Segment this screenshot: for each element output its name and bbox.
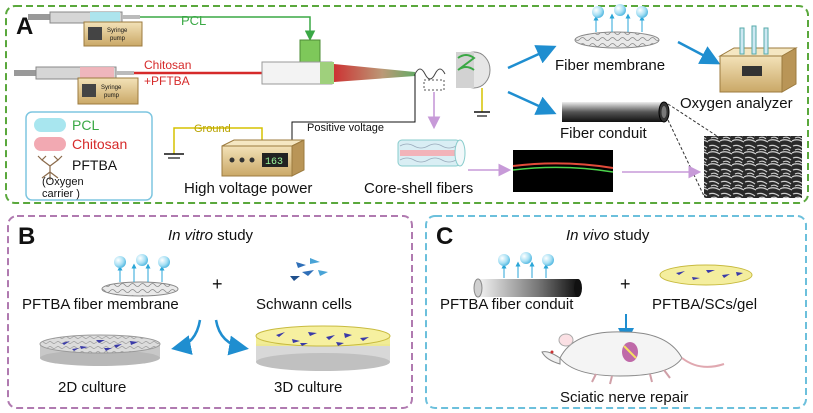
culture-2d-dish <box>39 334 161 366</box>
panel-c-title-italic: In vivo <box>566 227 609 244</box>
zoom-line <box>667 103 721 139</box>
syringe-label-bottom: pump <box>110 36 126 42</box>
panel-a-border <box>5 5 809 204</box>
high-voltage-power-label: High voltage power <box>184 180 312 197</box>
arrow-to-2d-culture <box>171 319 202 355</box>
pftba-molecule-icon <box>37 155 63 180</box>
o2-bubble-icon <box>614 4 626 16</box>
o2-bubble-icon <box>542 254 554 266</box>
culture-2d-label: 2D culture <box>58 379 126 396</box>
pftba-membrane-label: PFTBA fiber membrane <box>22 296 179 313</box>
o2-bubble-icon <box>498 254 510 266</box>
o2-bubble-icon <box>636 6 648 18</box>
oxygen-analyzer-device <box>718 25 798 93</box>
o2-bubble-icon <box>114 256 126 268</box>
fluorescence-image <box>513 150 613 192</box>
arrow-to-3d-culture <box>214 319 249 356</box>
coaxial-nozzle <box>261 39 415 85</box>
zoom-line <box>667 119 705 197</box>
legend-chitosan: Chitosan <box>72 136 127 152</box>
panel-b-title-rest: study <box>213 227 254 244</box>
chitosan-feed-label-2: +PFTBA <box>144 74 190 88</box>
syringe-pump-chitosan: Syringe pump <box>14 66 139 105</box>
syringe-label-top: Syringe <box>101 85 122 91</box>
panel-c-letter: C <box>436 223 453 250</box>
syringe-label-bottom: pump <box>104 93 120 99</box>
panel-b-title-italic: In vitro <box>168 227 213 244</box>
arrow-to-oxygen-analyzer <box>677 40 721 65</box>
rotating-collector <box>456 51 491 117</box>
pftba-scs-gel-dish <box>659 264 753 286</box>
jet-region-box <box>423 79 445 91</box>
culture-3d-dish <box>255 325 391 371</box>
legend-pcl: PCL <box>72 117 99 133</box>
chitosan-swatch-icon <box>34 137 66 151</box>
schwann-cells-icon <box>290 258 328 281</box>
arrow-to-membrane <box>507 45 557 70</box>
panel-c-plus: + <box>620 274 631 294</box>
sem-image <box>704 136 802 198</box>
syringe-label-top: Syringe <box>107 28 128 34</box>
sciatic-label: Sciatic nerve repair <box>560 389 688 406</box>
panel-b-border <box>7 215 413 409</box>
core-shell-label: Core-shell fibers <box>364 180 473 197</box>
legend-pftba: PFTBA <box>72 157 118 173</box>
culture-3d-label: 3D culture <box>274 379 342 396</box>
legend-carrier-1: (Oxygen <box>42 176 84 188</box>
ground-wire <box>173 127 263 154</box>
o2-bubble-icon <box>520 252 532 264</box>
oxygen-analyzer-label: Oxygen analyzer <box>680 95 793 112</box>
voltage-display: 163 <box>265 157 283 168</box>
fiber-membrane-label: Fiber membrane <box>555 57 665 74</box>
pftba-membrane-dish <box>101 254 179 297</box>
o2-bubble-icon <box>592 6 604 18</box>
material-legend: PCL Chitosan PFTBA (Oxygen carrier ) <box>25 111 153 201</box>
syringe-pump-pcl: Syringe pump <box>28 11 143 47</box>
panel-b-title: In vitro study <box>168 227 254 244</box>
arrow-to-conduit <box>507 90 557 115</box>
o2-bubble-icon <box>136 254 148 266</box>
positive-voltage-wire <box>291 74 416 146</box>
fiber-membrane-dish <box>574 4 660 49</box>
panel-c-border <box>425 215 807 409</box>
fiber-conduit <box>562 101 670 123</box>
panel-c-title-rest: study <box>609 227 650 244</box>
pcl-swatch-icon <box>34 118 66 132</box>
fluorescence-fiber-red <box>512 162 614 169</box>
positive-voltage-label: Positive voltage <box>307 122 384 134</box>
pftba-conduit-label: PFTBA fiber conduit <box>440 296 574 313</box>
panel-b-letter: B <box>18 223 35 250</box>
o2-bubble-icon <box>158 256 170 268</box>
fluorescence-fiber-green <box>512 166 614 173</box>
pftba-conduit <box>473 252 582 298</box>
fiber-jet <box>414 68 446 80</box>
chitosan-feed-label-1: Chitosan <box>144 58 191 72</box>
panel-c-title: In vivo study <box>566 227 650 244</box>
fiber-conduit-label: Fiber conduit <box>560 125 648 142</box>
panel-b-plus: + <box>212 274 223 294</box>
schwann-cells-label: Schwann cells <box>256 296 352 313</box>
ground-label: Ground <box>194 123 231 135</box>
high-voltage-power-supply: 163 <box>221 139 305 177</box>
pcl-feed-label: PCL <box>181 13 206 28</box>
core-shell-fiber <box>397 139 466 167</box>
pftba-scs-gel-label: PFTBA/SCs/gel <box>652 296 757 313</box>
rat-illustration <box>541 331 725 385</box>
legend-carrier-2: carrier ) <box>42 188 80 200</box>
pcl-feed-line <box>140 16 316 41</box>
